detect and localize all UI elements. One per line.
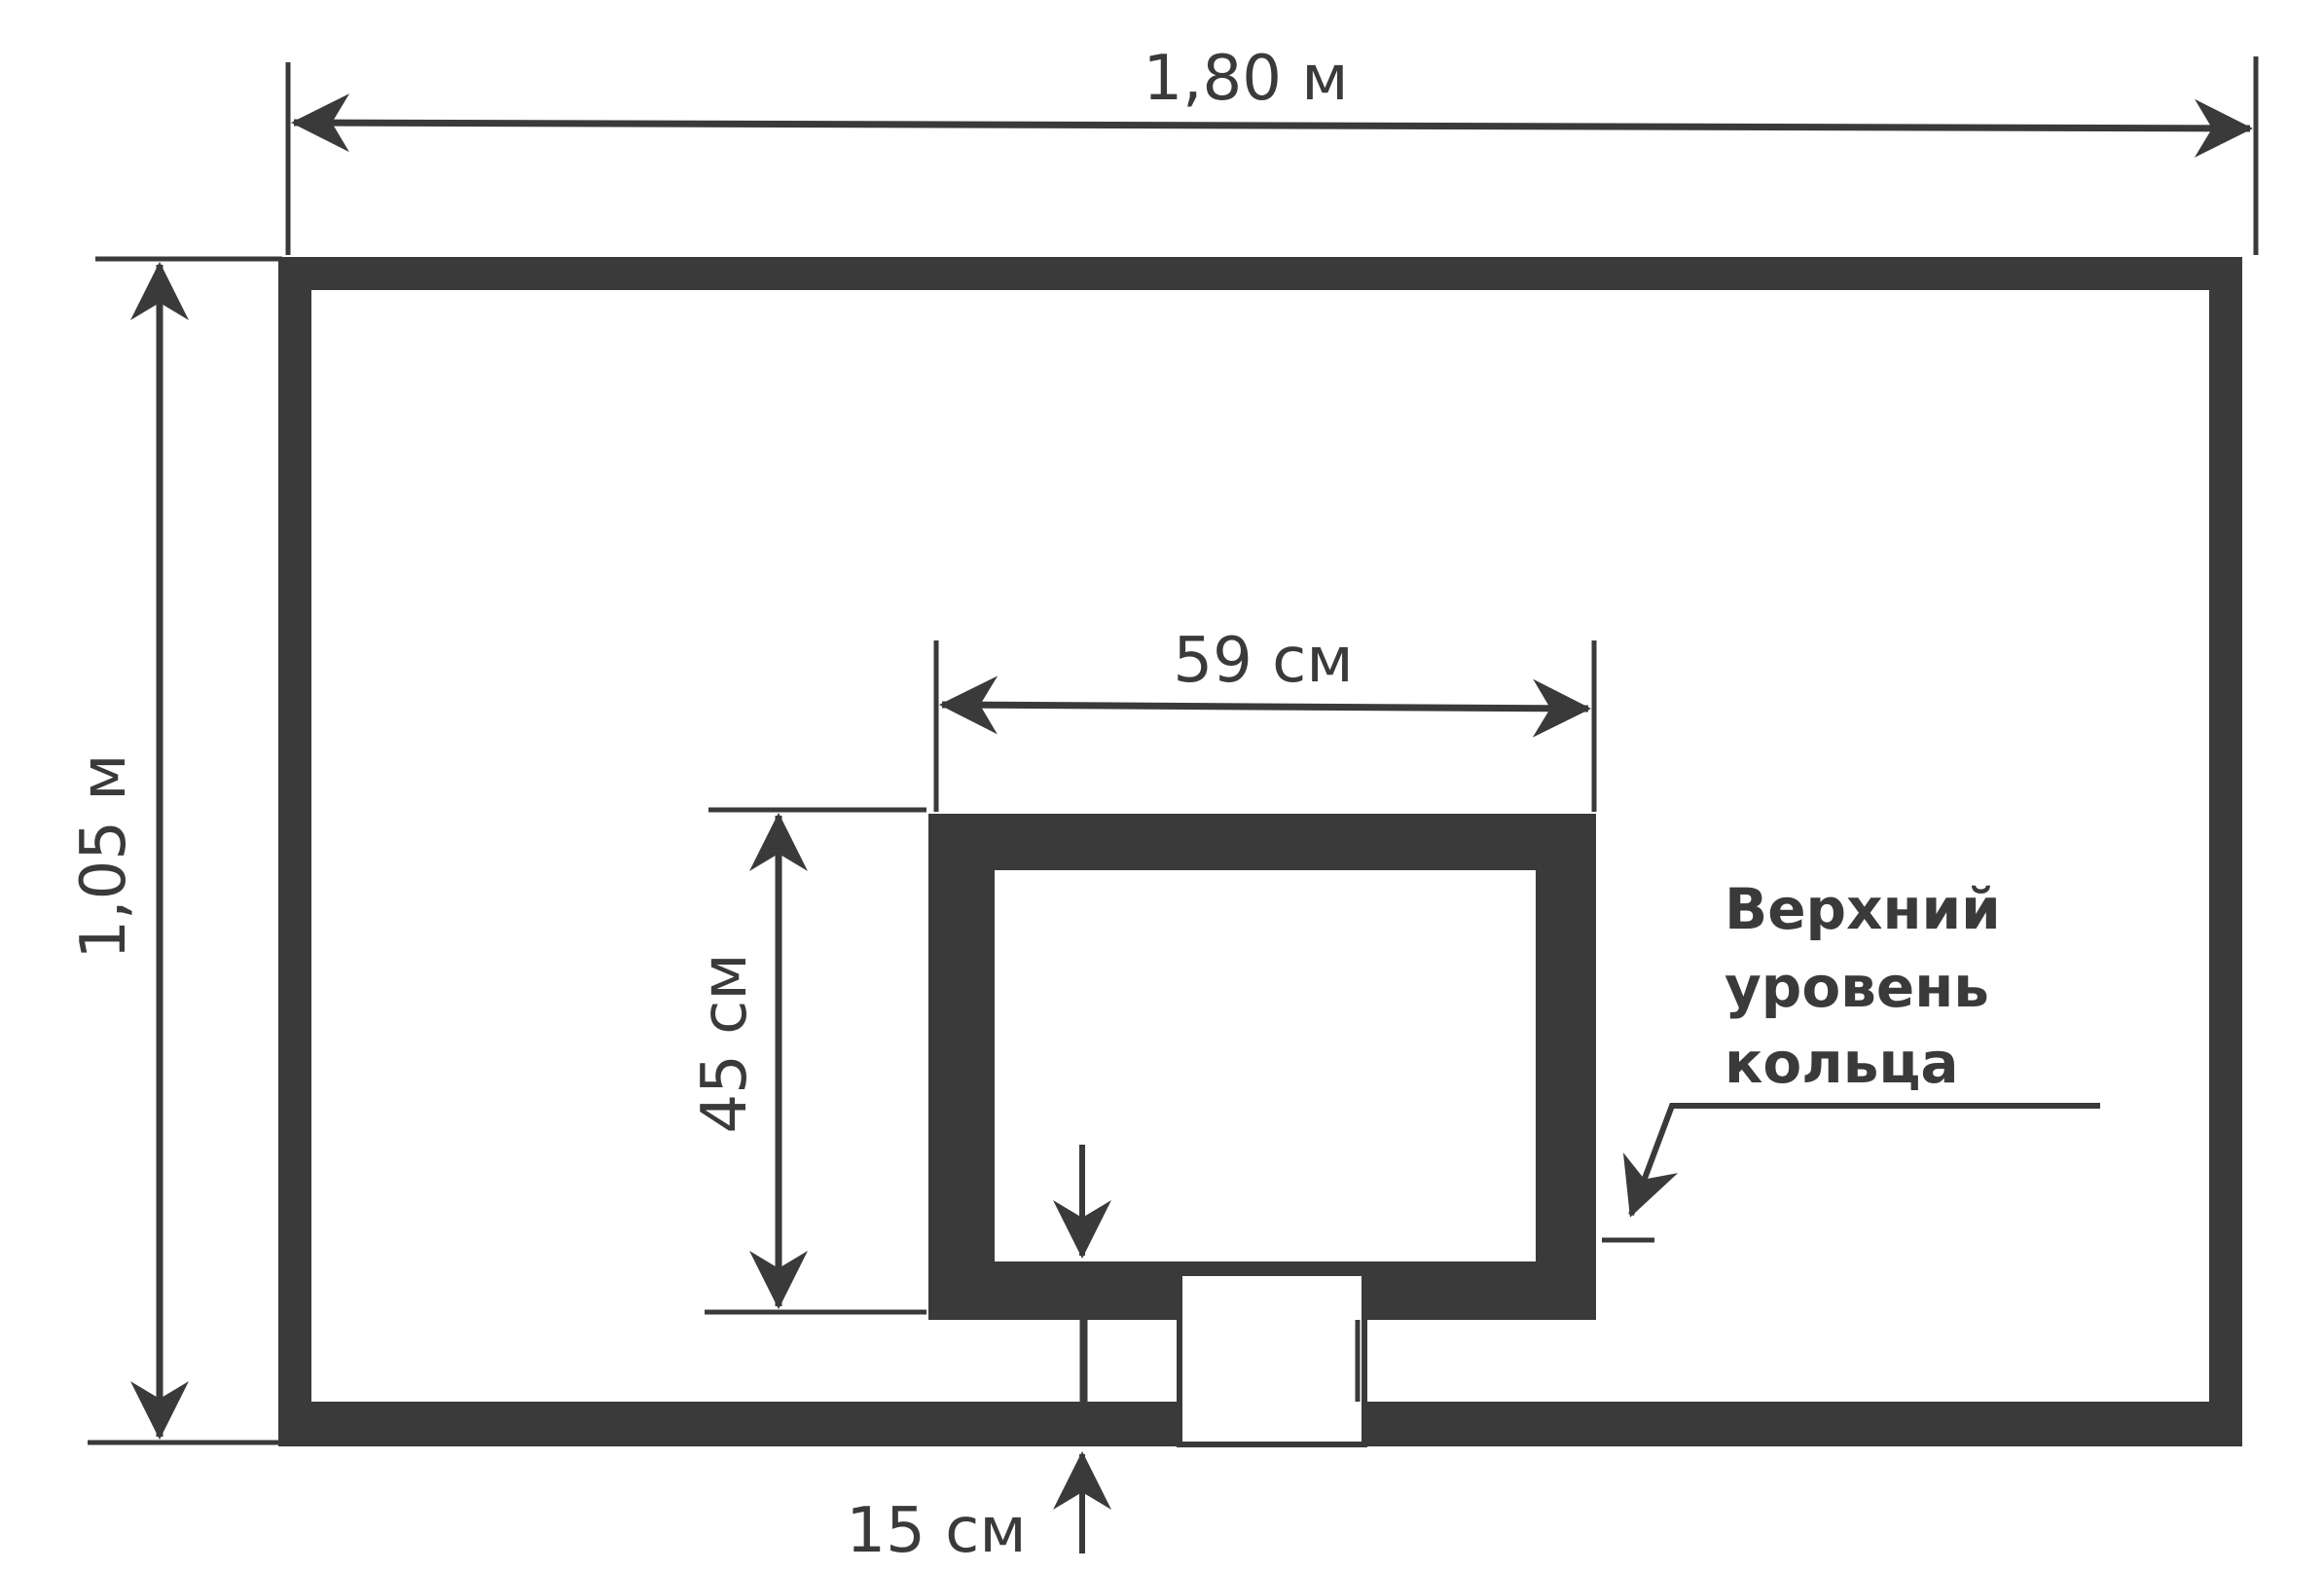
square-width-dimension: 59 см bbox=[933, 625, 1597, 812]
rim-bracket bbox=[1082, 1270, 1367, 1447]
bottom-gap-dimension: 15 см bbox=[846, 1145, 1111, 1567]
rim-note-line2: уровень bbox=[1725, 954, 1989, 1020]
board-width-dimension: 1,80 м bbox=[285, 43, 2259, 255]
rim-note-line3: кольца bbox=[1725, 1030, 1959, 1096]
bottom-gap-label: 15 см bbox=[846, 1495, 1026, 1567]
shooter-square bbox=[928, 814, 1596, 1320]
rim-note-line1: Верхний bbox=[1725, 876, 2001, 942]
rim-level-note: Верхний уровень кольца bbox=[1602, 876, 2100, 1243]
board-width-label: 1,80 м bbox=[1143, 43, 1348, 115]
board-height-dimension: 1,05 м bbox=[68, 256, 282, 1445]
square-width-label: 59 см bbox=[1173, 625, 1353, 697]
square-height-dimension: 45 см bbox=[689, 807, 926, 1315]
square-height-label: 45 см bbox=[689, 953, 761, 1133]
backboard-outline bbox=[278, 257, 2242, 1446]
board-height-label: 1,05 м bbox=[68, 753, 140, 959]
